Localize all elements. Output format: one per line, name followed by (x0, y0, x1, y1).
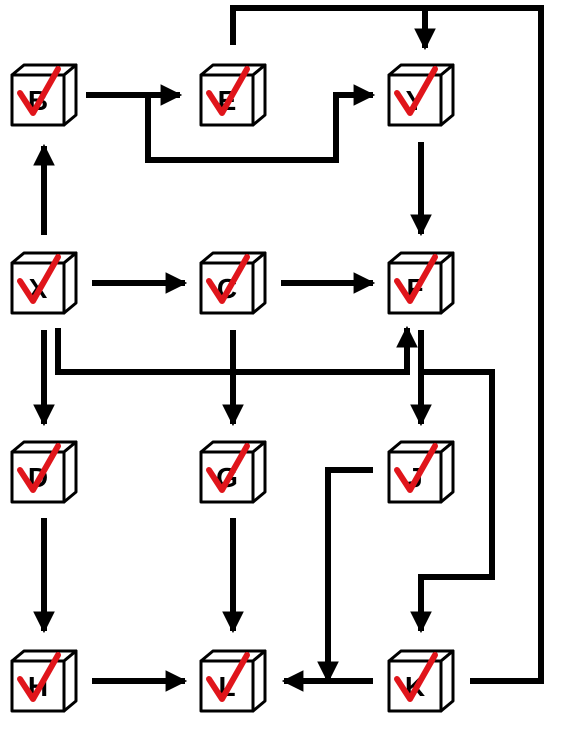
checkmark-icon (206, 66, 250, 116)
checkmark-icon (394, 254, 438, 304)
checkbox-cube-icon (387, 440, 455, 504)
node-g[interactable]: G (199, 440, 267, 504)
checkmark-icon (17, 652, 61, 702)
checkmark-icon (17, 66, 61, 116)
checkmark-icon (17, 254, 61, 304)
checkmark-icon (394, 652, 438, 702)
checkmark-icon (394, 443, 438, 493)
edge-b-to-y (145, 84, 376, 163)
edge-x-to-f (55, 325, 418, 375)
checkbox-cube-icon (199, 649, 267, 713)
checkmark-icon (206, 443, 250, 493)
edges-layer (33, 5, 544, 692)
checkmark-icon (206, 652, 250, 702)
checkmark-icon (394, 66, 438, 116)
node-y[interactable]: Y (387, 63, 455, 127)
node-b[interactable]: B (10, 63, 78, 127)
edge-e-to-k (230, 5, 544, 684)
node-x[interactable]: X (10, 251, 78, 315)
checkbox-cube-icon (10, 440, 78, 504)
node-j[interactable]: J (387, 440, 455, 504)
checkbox-cube-icon (199, 63, 267, 127)
node-d[interactable]: D (10, 440, 78, 504)
node-k[interactable]: K (387, 649, 455, 713)
checkbox-cube-icon (10, 251, 78, 315)
checkmark-icon (17, 443, 61, 493)
edge-j-to-l (317, 467, 373, 684)
node-c[interactable]: C (199, 251, 267, 315)
node-l[interactable]: L (199, 649, 267, 713)
edge-f-to-k (410, 369, 495, 634)
node-f[interactable]: F (387, 251, 455, 315)
node-e[interactable]: E (199, 63, 267, 127)
nodes-layer: B E Y X C F D G J H L K (10, 63, 455, 713)
checkmark-icon (206, 254, 250, 304)
node-h[interactable]: H (10, 649, 78, 713)
